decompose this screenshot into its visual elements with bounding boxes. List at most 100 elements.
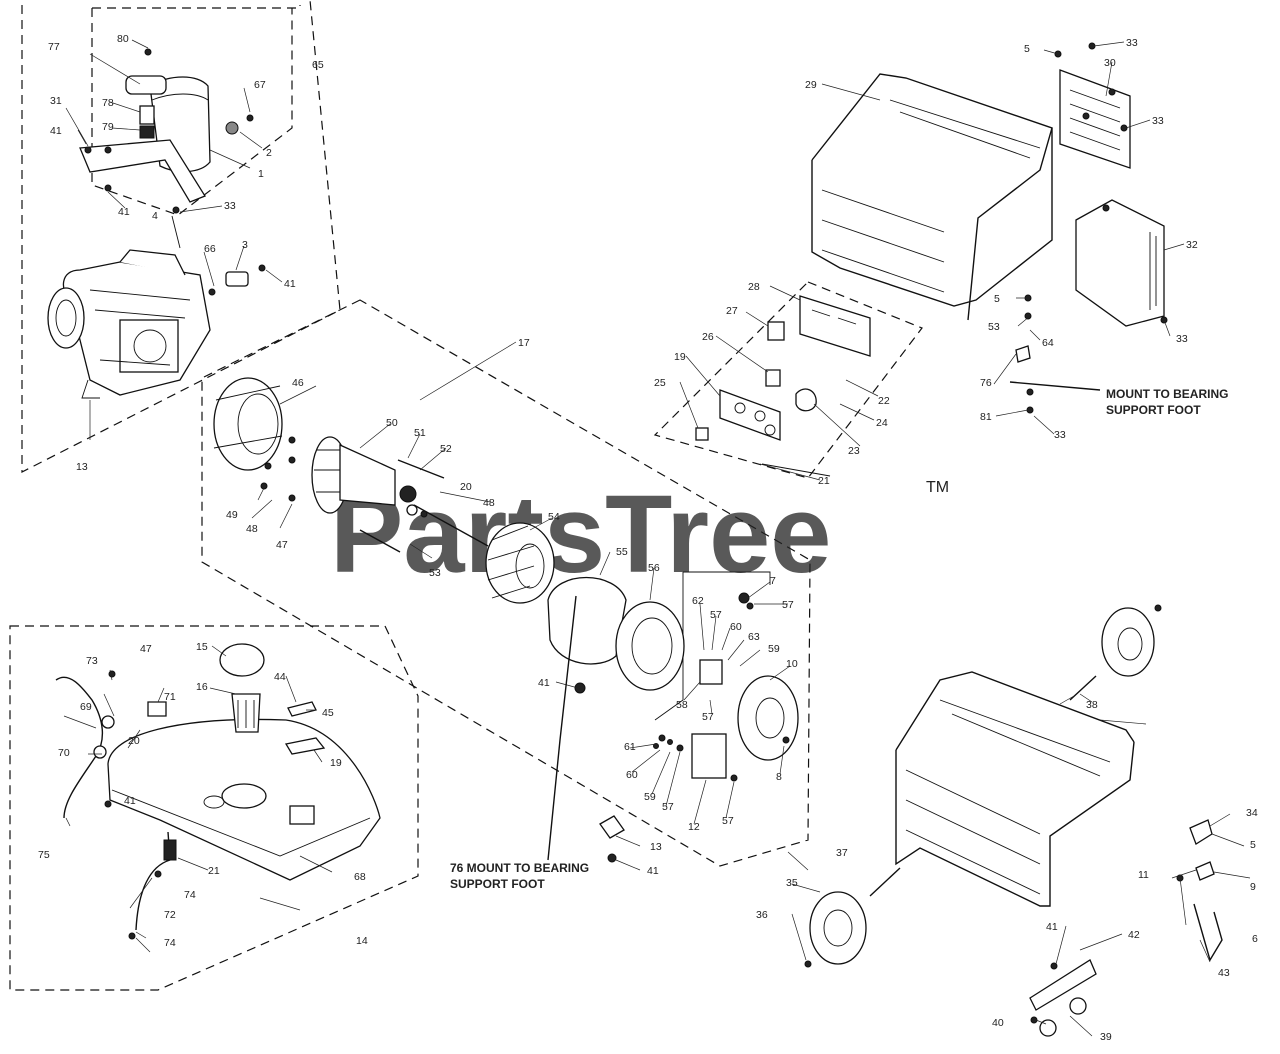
callout: 53 <box>429 567 441 579</box>
callout: 41 <box>538 677 550 689</box>
callout: 41 <box>50 125 62 137</box>
callout: 37 <box>836 847 848 859</box>
alternator-mount-note-line1: 76 MOUNT TO BEARING <box>450 861 589 875</box>
callout: 62 <box>692 595 704 607</box>
callout: 26 <box>702 331 714 343</box>
callout: 60 <box>730 621 742 633</box>
callout: 15 <box>196 641 208 653</box>
callout: 77 <box>48 41 60 53</box>
callout: 33 <box>1152 115 1164 127</box>
callout: 59 <box>768 643 780 655</box>
callout: 14 <box>356 935 368 947</box>
callout: 16 <box>196 681 208 693</box>
callout: 33 <box>1176 333 1188 345</box>
callout: 11 <box>1138 869 1149 881</box>
callout: 81 <box>980 411 992 423</box>
callout: 43 <box>1218 967 1230 979</box>
callout: 41 <box>1046 921 1058 933</box>
callout: 36 <box>756 909 768 921</box>
alternator-assembly <box>213 377 799 863</box>
callout: 50 <box>386 417 398 429</box>
callout: 74 <box>164 937 176 949</box>
callout: 13 <box>650 841 662 853</box>
callout: 65 <box>312 59 324 71</box>
callout: 56 <box>648 562 660 574</box>
engine <box>47 249 266 399</box>
callout: 19 <box>330 757 342 769</box>
callout: 24 <box>876 417 888 429</box>
callout: 13 <box>76 461 88 473</box>
callout: 28 <box>748 281 760 293</box>
callout: 47 <box>276 539 288 551</box>
callout: 1 <box>258 168 264 180</box>
muffler-assembly <box>79 48 254 214</box>
callout: 60 <box>626 769 638 781</box>
callout: 72 <box>164 909 176 921</box>
callout: 40 <box>992 1017 1004 1029</box>
callout: 5 <box>1250 839 1256 851</box>
callout: 23 <box>848 445 860 457</box>
callout: 17 <box>518 337 530 349</box>
frame-lower <box>804 604 1223 1037</box>
callout: 9 <box>1250 881 1256 893</box>
callout: 45 <box>322 707 334 719</box>
callout: 39 <box>1100 1031 1112 1043</box>
callout: 57 <box>662 801 674 813</box>
callout: 41 <box>284 278 296 290</box>
callout: 33 <box>1126 37 1138 49</box>
callout: 49 <box>226 509 238 521</box>
callout: 80 <box>117 33 129 45</box>
callout: 27 <box>726 305 738 317</box>
callout: 5 <box>1024 43 1030 55</box>
callout: 12 <box>688 821 700 833</box>
callout: 48 <box>246 523 258 535</box>
callout: 7 <box>770 575 776 587</box>
callout: 78 <box>102 97 114 109</box>
callout: 75 <box>38 849 50 861</box>
callout: 61 <box>624 741 636 753</box>
callout: 66 <box>204 243 216 255</box>
callout: 51 <box>414 427 426 439</box>
callout: 63 <box>748 631 760 643</box>
callout: 5 <box>994 293 1000 305</box>
callout: 41 <box>124 795 136 807</box>
callout: 74 <box>184 889 196 901</box>
callout-labels: 80 77 65 67 78 79 31 41 2 1 41 4 33 66 3… <box>38 33 1258 1043</box>
callout: 79 <box>102 121 114 133</box>
callout: 3 <box>242 239 248 251</box>
callout: 10 <box>786 658 798 670</box>
callout: 59 <box>644 791 656 803</box>
callout: 64 <box>1042 337 1054 349</box>
callout: 6 <box>1252 933 1258 945</box>
callout: 20 <box>128 735 140 747</box>
callout: 58 <box>676 699 688 711</box>
callout: 42 <box>1128 929 1140 941</box>
callout: 53 <box>988 321 1000 333</box>
callout: 31 <box>50 95 62 107</box>
callout: 41 <box>118 206 130 218</box>
callout: 21 <box>818 475 830 487</box>
group-boundaries <box>9 0 923 991</box>
callout: 57 <box>710 609 722 621</box>
callout: 21 <box>208 865 220 877</box>
frame-mount-note-line2: SUPPORT FOOT <box>1106 403 1201 417</box>
callout: 67 <box>254 79 266 91</box>
callout: 4 <box>152 210 158 222</box>
callout: 46 <box>292 377 304 389</box>
callout: 32 <box>1186 239 1198 251</box>
callout: 57 <box>782 599 794 611</box>
callout: 33 <box>224 200 236 212</box>
callout: 54 <box>548 511 560 523</box>
callout: 25 <box>654 377 666 389</box>
callout: 55 <box>616 546 628 558</box>
callout: 71 <box>164 691 176 703</box>
callout: 22 <box>878 395 890 407</box>
callout: 35 <box>786 877 798 889</box>
callout: 19 <box>674 351 686 363</box>
frame-upper <box>695 42 1168 441</box>
watermark-trademark: TM <box>926 479 949 496</box>
callout: 57 <box>702 711 714 723</box>
callout: 68 <box>354 871 366 883</box>
callout: 73 <box>86 655 98 667</box>
